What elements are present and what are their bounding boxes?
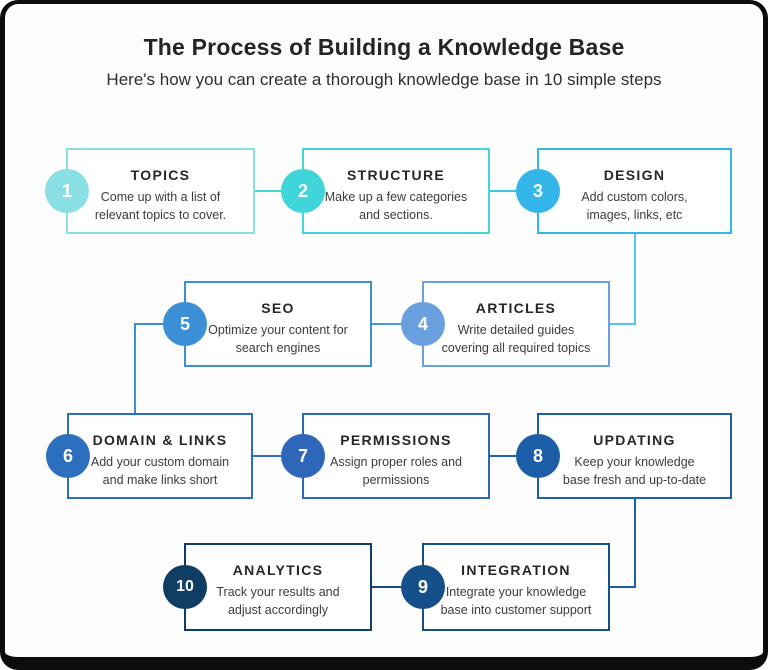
page-title: The Process of Building a Knowledge Base [143, 34, 625, 60]
step-description: Make up a few categories and sections. [324, 190, 468, 222]
step-box-articles: 4 ARTICLES Write detailed guides coverin… [401, 281, 610, 367]
header: The Process of Building a Knowledge Base… [5, 34, 763, 90]
step-box-integration: 9 INTEGRATION Integrate your knowledge b… [401, 543, 610, 631]
step-number-badge-4: 4 [401, 302, 445, 346]
step-box-permissions: 7 PERMISSIONS Assign proper roles and pe… [281, 413, 490, 499]
connector-step3-step4-horizontal [609, 323, 636, 325]
step-number-badge-8: 8 [516, 434, 560, 478]
step-box-analytics: 10 ANALYTICS Track your results and adju… [163, 543, 372, 631]
step-title: STRUCTURE [346, 167, 446, 183]
step-description: Keep your knowledge base fresh and up-to… [562, 455, 707, 487]
step-description: Add your custom domain and make links sh… [90, 455, 230, 487]
connector-step8-step9-vertical [634, 498, 636, 588]
connector-step8-step9-horizontal [609, 586, 636, 588]
step-title: PERMISSIONS [340, 432, 452, 448]
step-number-badge-2: 2 [281, 169, 325, 213]
step-box-seo: 5 SEO Optimize your content for search e… [163, 281, 372, 367]
step-title: UPDATING [593, 432, 676, 448]
step-description: Add custom colors, images, links, etc [581, 190, 688, 222]
step-number-badge-9: 9 [401, 565, 445, 609]
step-title: TOPICS [130, 167, 191, 183]
connector-step3-step4-vertical [634, 233, 636, 325]
step-description: Come up with a list of relevant topics t… [94, 190, 227, 222]
step-title: INTEGRATION [461, 562, 571, 578]
step-description: Integrate your knowledge base into custo… [440, 585, 592, 617]
page-subtitle: Here's how you can create a thorough kno… [106, 70, 662, 89]
connector-step9-step10 [372, 586, 401, 588]
connector-step2-step3 [490, 190, 518, 192]
step-box-design: 3 DESIGN Add custom colors, images, link… [516, 148, 732, 234]
step-number-badge-10: 10 [163, 565, 207, 609]
step-number-badge-3: 3 [516, 169, 560, 213]
step-box-updating: 8 UPDATING Keep your knowledge base fres… [516, 413, 732, 499]
step-description: Assign proper roles and permissions [329, 455, 463, 487]
step-title: DOMAIN & LINKS [92, 432, 228, 448]
step-number-badge-6: 6 [46, 434, 90, 478]
connector-step7-step8 [490, 455, 517, 457]
step-number-badge-1: 1 [45, 169, 89, 213]
connector-step5-step6-vertical [134, 323, 136, 414]
step-box-structure: 2 STRUCTURE Make up a few categories and… [281, 148, 490, 234]
step-box-domain-links: 6 DOMAIN & LINKS Add your custom domain … [46, 413, 253, 499]
step-description: Track your results and adjust accordingl… [216, 585, 340, 617]
connector-step1-step2 [255, 190, 282, 192]
step-description: Optimize your content for search engines [208, 323, 348, 355]
step-title: ANALYTICS [232, 562, 324, 578]
step-number-badge-5: 5 [163, 302, 207, 346]
step-number-badge-7: 7 [281, 434, 325, 478]
step-description: Write detailed guides covering all requi… [441, 323, 591, 355]
step-title: ARTICLES [475, 300, 557, 316]
step-title: SEO [261, 300, 295, 316]
connector-step4-step5 [372, 323, 401, 325]
connector-step5-step6-horizontal [134, 323, 164, 325]
step-box-topics: 1 TOPICS Come up with a list of relevant… [45, 148, 255, 234]
connector-step6-step7 [253, 455, 282, 457]
step-title: DESIGN [603, 167, 666, 183]
